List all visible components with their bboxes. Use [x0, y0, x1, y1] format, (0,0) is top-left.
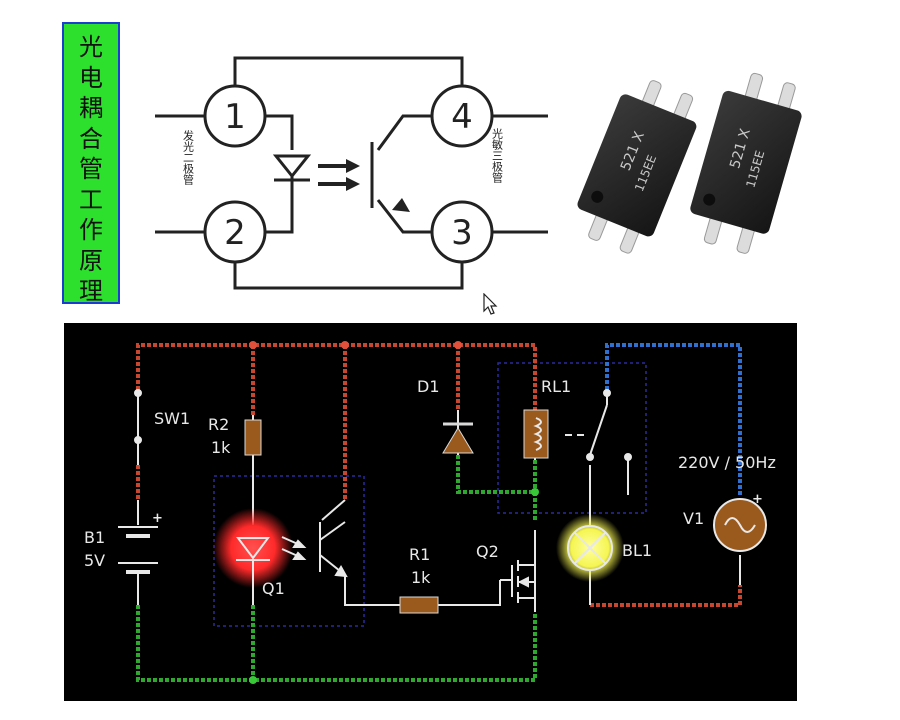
title-box: 光电耦合管工作原理 — [62, 22, 120, 305]
r2-label: R2 — [208, 415, 229, 434]
relay-coil-rl1 — [523, 409, 549, 460]
diode-d1 — [442, 410, 474, 455]
circuit-panel — [64, 323, 797, 701]
resistor-r2[interactable] — [244, 419, 262, 456]
pin-2: 2 — [203, 200, 267, 264]
resistor-r1[interactable] — [399, 596, 439, 614]
b1-plus: + — [152, 511, 163, 526]
title-text: 光电耦合管工作原理 — [79, 33, 103, 305]
relay-contact — [586, 389, 632, 461]
junction-dots — [249, 341, 539, 684]
pin-4: 4 — [430, 84, 494, 148]
pin-4-label: 4 — [451, 97, 473, 137]
q1-label: Q1 — [262, 579, 285, 598]
positive-wires — [136, 343, 742, 607]
pin-3-label: 3 — [451, 213, 473, 253]
led-symbol — [236, 537, 270, 605]
led-glow — [213, 508, 293, 588]
mosfet-q2 — [500, 530, 536, 612]
lamp-bl1 — [567, 525, 613, 571]
v1-label: V1 — [683, 509, 704, 528]
q2-label: Q2 — [476, 542, 499, 561]
mouse-cursor-icon — [483, 293, 498, 315]
r1-label: R1 — [409, 545, 430, 564]
chip-photo-1: 521 X 115EE — [577, 80, 697, 254]
chip-photo-2: 521 X 115EE — [690, 72, 802, 254]
battery-b1 — [118, 526, 158, 574]
phototransistor-caption: 光敏三极管 — [491, 127, 504, 184]
d1-label: D1 — [417, 377, 440, 396]
bl1-label: BL1 — [622, 541, 652, 560]
optocoupler-pinout — [155, 56, 548, 290]
r1-value: 1k — [411, 568, 431, 587]
pin-1: 1 — [203, 84, 267, 148]
light-arrows — [318, 159, 410, 212]
v1-plus: + — [752, 492, 763, 507]
ac-source-rating: 220V / 50Hz — [678, 453, 776, 472]
b1-value: 5V — [84, 551, 105, 570]
pin-2-label: 2 — [224, 213, 246, 253]
r2-value: 1k — [211, 438, 231, 457]
pin-1-label: 1 — [224, 97, 246, 137]
led-caption: 发光二极管 — [182, 129, 195, 186]
rl1-label: RL1 — [541, 377, 571, 396]
ground-wires — [136, 455, 537, 682]
phototransistor-q1 — [319, 521, 348, 578]
sw1-label: SW1 — [154, 409, 190, 428]
switch-sw1[interactable] — [134, 389, 142, 444]
relay-group-box — [497, 362, 647, 514]
ac-source-v1 — [713, 498, 767, 552]
b1-label: B1 — [84, 528, 105, 547]
pin-3: 3 — [430, 200, 494, 264]
mains-wires — [605, 343, 742, 495]
q1-light-arrows — [281, 536, 307, 560]
